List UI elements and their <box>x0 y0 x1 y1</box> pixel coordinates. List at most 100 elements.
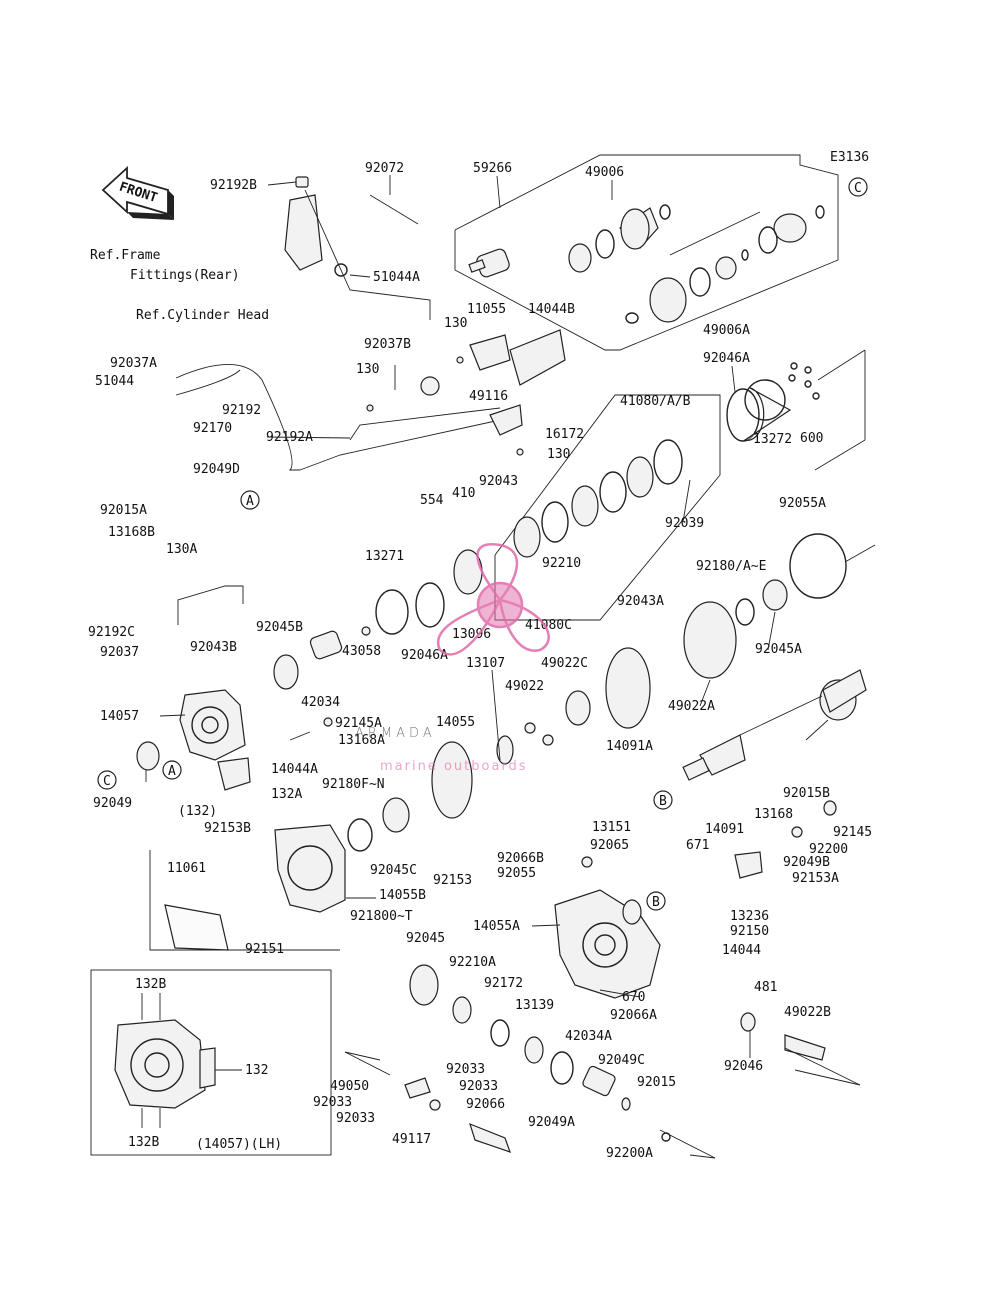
part-label: 11055 <box>467 302 506 317</box>
part-label: 16172 <box>545 427 584 442</box>
clutch-pack-frame <box>494 394 721 621</box>
part-label: 92033 <box>446 1062 485 1077</box>
part-label: 92153A <box>792 871 839 886</box>
part-label: 92049 <box>93 796 132 811</box>
part-label: 14044A <box>271 762 318 777</box>
part-label: 92043B <box>190 640 237 655</box>
part-label: 92043 <box>479 474 518 489</box>
part-label: 14055A <box>473 919 520 934</box>
part-label: 671 <box>686 838 709 853</box>
part-label: 92066A <box>610 1008 657 1023</box>
left-gear-case-drawing <box>136 689 333 791</box>
callout-marker-a-top: A <box>240 490 260 510</box>
part-label: 51044A <box>373 270 420 285</box>
cables-drawing <box>175 194 501 625</box>
svg-text:C: C <box>103 774 111 789</box>
watermark: ARMADA marine outboards <box>355 543 550 774</box>
part-label: 92055 <box>497 866 536 881</box>
part-label: 49117 <box>392 1132 431 1147</box>
part-label: 11061 <box>167 861 206 876</box>
part-label: 92033 <box>313 1095 352 1110</box>
part-label: 92046 <box>724 1059 763 1074</box>
part-label: 59266 <box>473 161 512 176</box>
part-label: 92210 <box>542 556 581 571</box>
svg-text:B: B <box>659 794 667 809</box>
part-label: 13168A <box>338 733 385 748</box>
part-label: 14091 <box>705 822 744 837</box>
watermark-tagline: marine outboards <box>380 759 528 774</box>
part-label: 92037 <box>100 645 139 660</box>
part-label: 130 <box>547 447 570 462</box>
part-label: 49006 <box>585 165 624 180</box>
part-label: 14044B <box>528 302 575 317</box>
frame-fitting-bracket-drawing <box>284 176 431 320</box>
part-label: 132A <box>271 787 302 802</box>
part-label: 92200A <box>606 1146 653 1161</box>
inset-box <box>90 969 332 1156</box>
part-label: 92170 <box>193 421 232 436</box>
part-label: 14057 <box>100 709 139 724</box>
part-label: 92049D <box>193 462 240 477</box>
part-label: 92192C <box>88 625 135 640</box>
part-label: 410 <box>452 486 475 501</box>
part-label: 92045A <box>755 642 802 657</box>
part-label: 14044 <box>722 943 761 958</box>
part-label: 14091A <box>606 739 653 754</box>
part-label: 92037B <box>364 337 411 352</box>
part-label: 600 <box>800 431 823 446</box>
part-label: 92145A <box>335 716 382 731</box>
front-arrow-icon: FRONT <box>101 165 174 220</box>
svg-text:B: B <box>652 895 660 910</box>
part-label: 92172 <box>484 976 523 991</box>
rear-axle-shaft-drawing <box>682 669 867 781</box>
diff-lock-actuator-drawing <box>366 329 566 456</box>
part-label: 921800~T <box>350 909 413 924</box>
propeller-logo-icon <box>436 543 550 656</box>
part-label: 49022 <box>505 679 544 694</box>
ref-frame-line1: Ref.Frame <box>90 248 161 263</box>
part-label: 51044 <box>95 374 134 389</box>
part-label: 42034A <box>565 1029 612 1044</box>
part-label: 14055 <box>436 715 475 730</box>
callout-marker-b-case: B <box>646 891 666 911</box>
inset-gear-case-drawing <box>114 993 242 1128</box>
part-label: 92015B <box>783 786 830 801</box>
part-label: 13139 <box>515 998 554 1013</box>
part-label: 92066B <box>497 851 544 866</box>
part-label: 92039 <box>665 516 704 531</box>
part-label: 92153B <box>204 821 251 836</box>
watermark-brand: ARMADA <box>355 726 436 741</box>
part-label: 92015A <box>100 503 147 518</box>
part-label: 92150 <box>730 924 769 939</box>
callout-marker-c-top: C <box>848 177 868 197</box>
propeller-joint-drawing <box>344 964 716 1159</box>
part-label: 92045 <box>406 931 445 946</box>
part-label: 14055B <box>379 888 426 903</box>
part-label: 92066 <box>466 1097 505 1112</box>
part-label: 92046A <box>401 648 448 663</box>
part-label: 49116 <box>469 389 508 404</box>
svg-text:A: A <box>246 494 254 509</box>
differential-gears-drawing <box>273 579 788 819</box>
callout-marker-b-shaft: B <box>653 790 673 810</box>
ref-cylinder-head: Ref.Cylinder Head <box>136 308 269 323</box>
part-label: 92049B <box>783 855 830 870</box>
part-label: 13151 <box>592 820 631 835</box>
callout-marker-c-left: C <box>97 770 117 790</box>
part-label: 13271 <box>365 549 404 564</box>
leader-lines <box>145 175 829 1071</box>
part-label: (132) <box>178 804 217 819</box>
part-label: 92200 <box>809 842 848 857</box>
part-label: 92153 <box>433 873 472 888</box>
part-label: 42034 <box>301 695 340 710</box>
clutch-pack-drawing <box>415 439 683 628</box>
part-label: 13096 <box>452 627 491 642</box>
part-label: 132 <box>245 1063 268 1078</box>
part-label: 130 <box>444 316 467 331</box>
part-label: 92046A <box>703 351 750 366</box>
inset-caption: (14057)(LH) <box>196 1137 282 1152</box>
part-label: 49050 <box>330 1079 369 1094</box>
part-label: 92045C <box>370 863 417 878</box>
